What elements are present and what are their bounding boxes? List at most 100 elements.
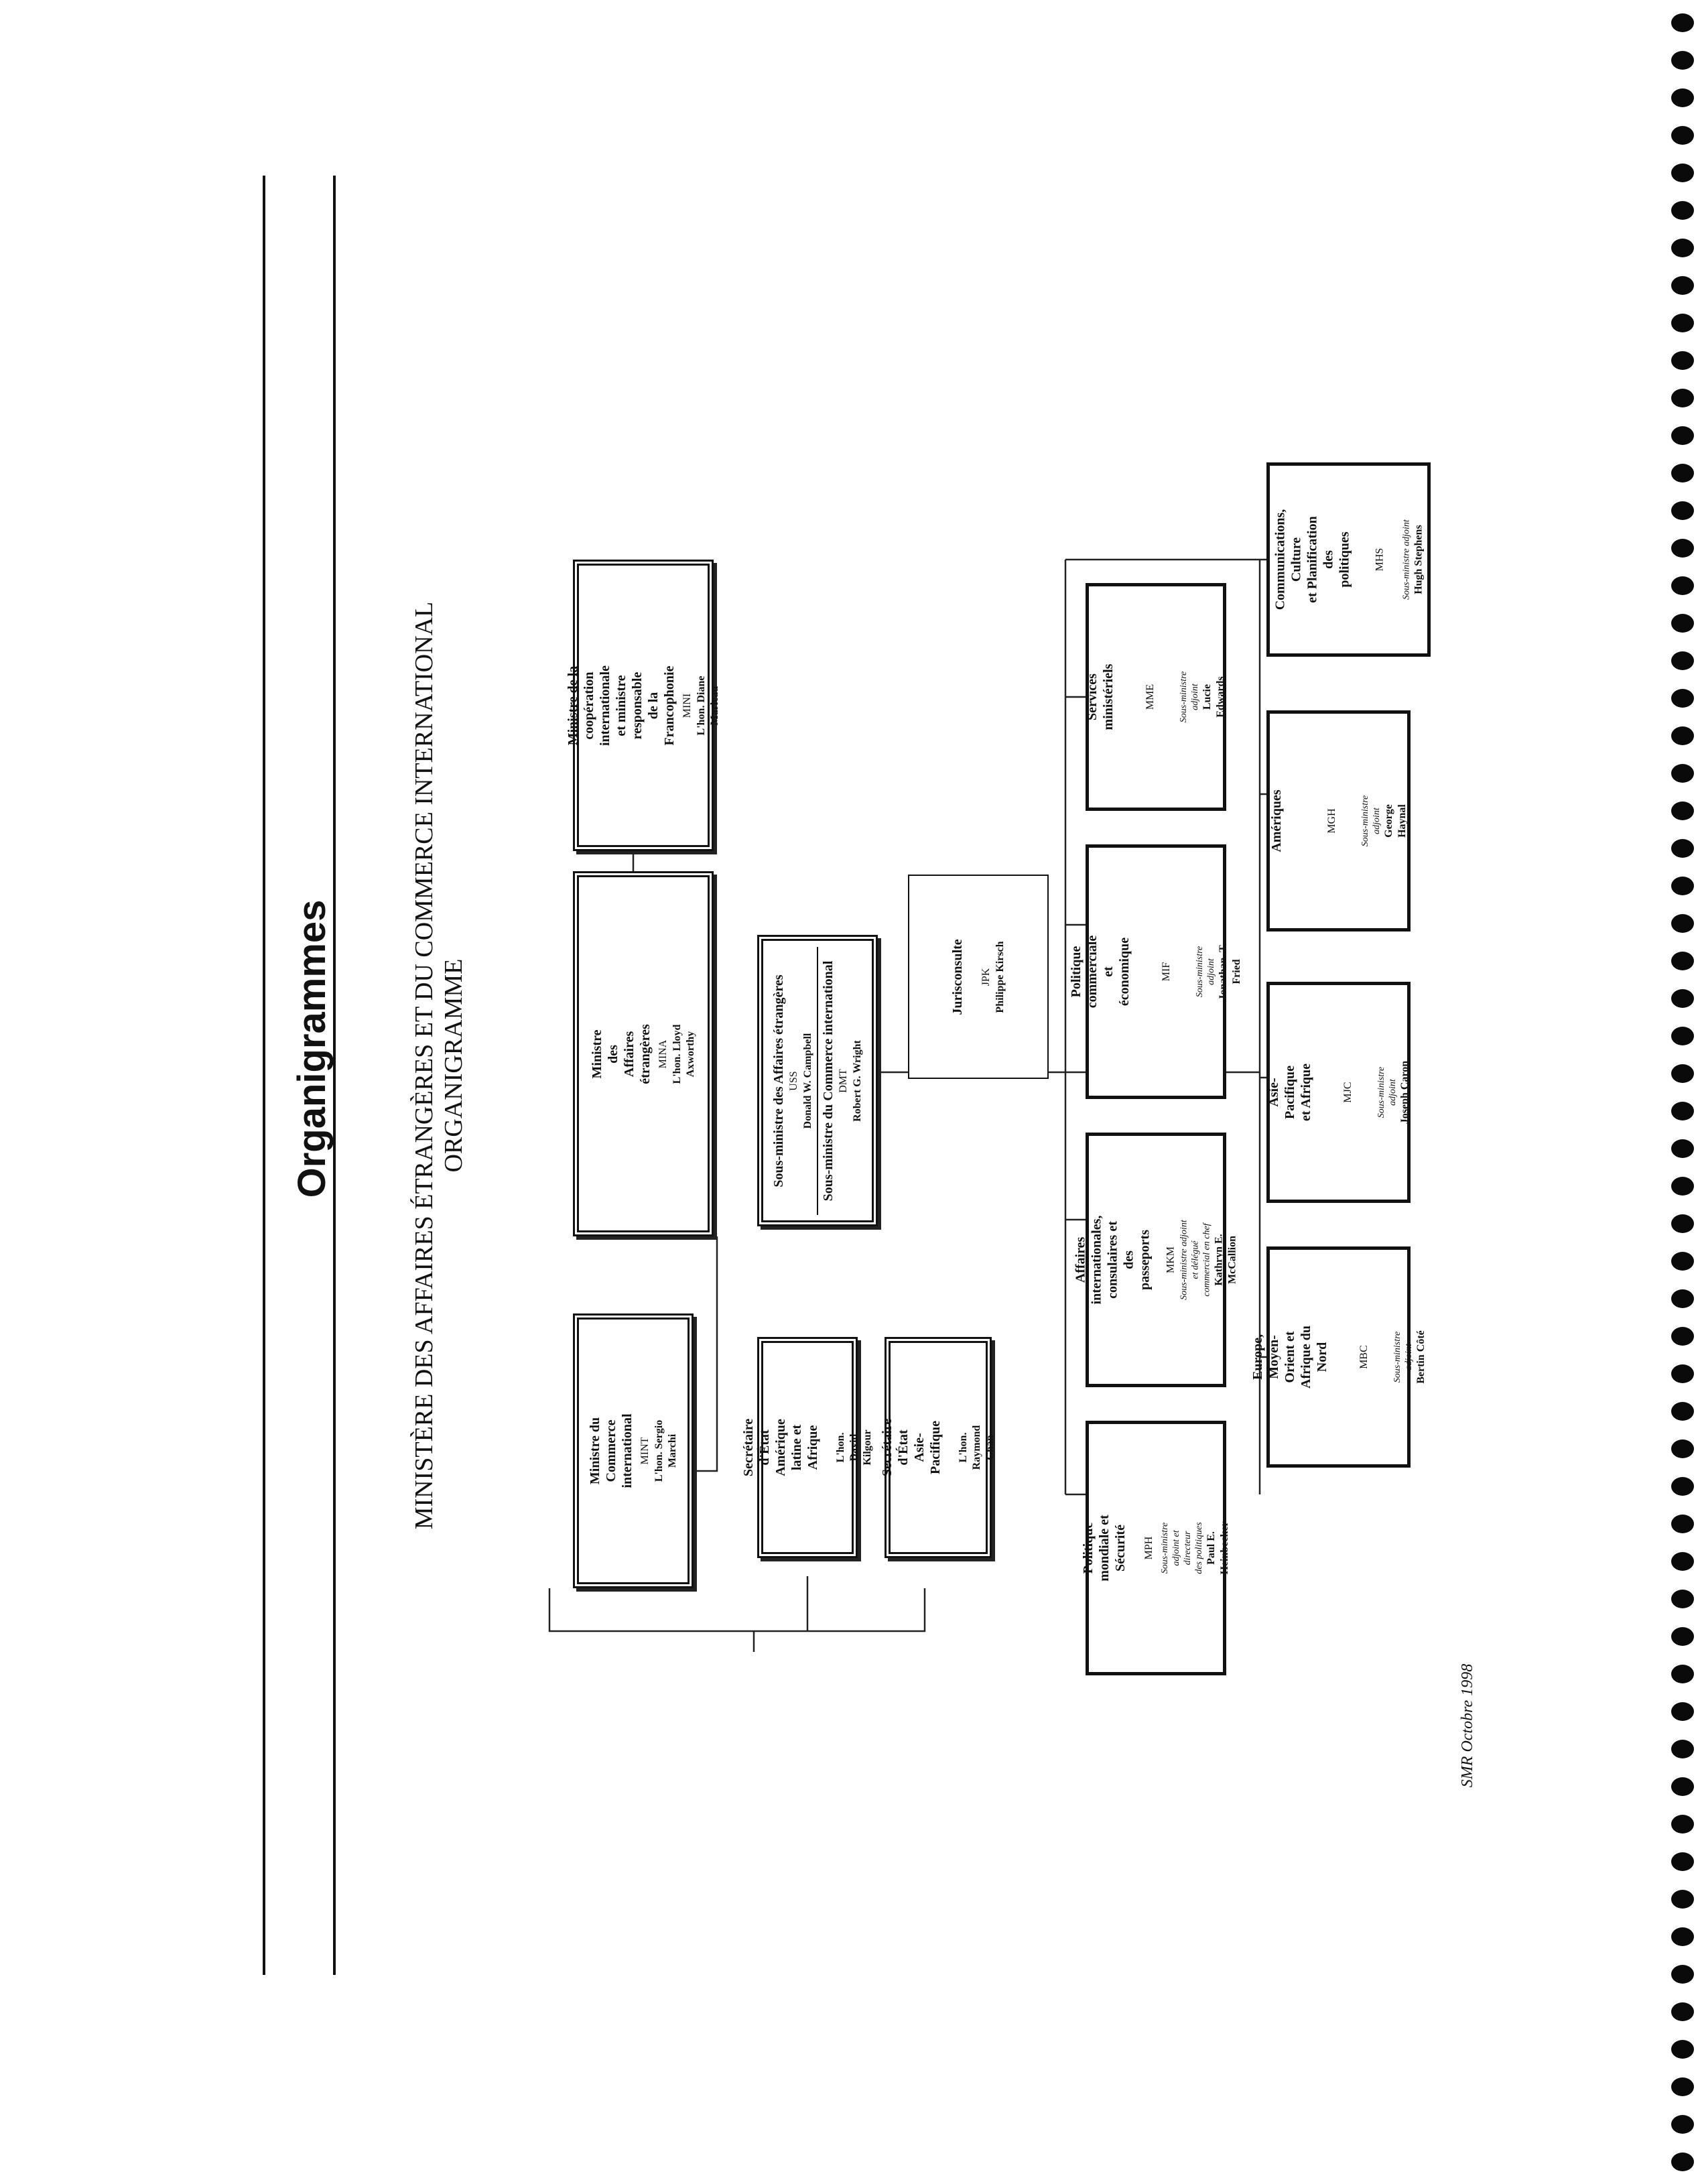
usm-title1: Sous-ministre des Affaires étrangères [771,974,786,1187]
mkm-role2: commercial en chef [1201,1223,1212,1297]
binding-hole [1671,464,1694,483]
mbc-code: MBC [1358,1345,1370,1369]
binding-hole [1671,389,1694,407]
binding-hole [1671,239,1694,257]
box-mbc: Europe, Moyen-Orient et Afrique du Nord … [1250,1246,1427,1468]
binding-hole [1671,13,1694,32]
binding-hole [1671,952,1694,970]
mgh-role: Sous-ministre adjoint [1360,795,1382,847]
binding-hole [1671,1027,1694,1045]
mkm-name: Kathryn E. McCallion [1213,1234,1238,1286]
binding-hole [1671,2077,1694,2096]
mini-title1: Ministre de la coopération [566,665,596,745]
box-mgh-content: Amériques MGH Sous-ministre adjoint Geor… [1268,787,1409,856]
binding-hole [1671,1740,1694,1758]
binding-hole [1671,1177,1694,1196]
binding-hole [1671,314,1694,332]
jpk-name: Philippe Kirsch [994,940,1006,1013]
mini-name: L'hon. Diane Marleau [696,676,720,735]
box-secretaire-ap-content: Secrétaire d'État Asie-Pacifique L'hon. … [879,1419,997,1476]
mme-code: MME [1145,684,1156,710]
binding-hole [1671,1702,1694,1721]
mhs-code: MHS [1374,548,1385,572]
sec-alaa-title1: Secrétaire d'État [741,1418,772,1477]
mkm-role1: Sous-ministre adjoint et délégué [1179,1220,1201,1300]
box-jpk-content: Jurisconsulte JPK Philippe Kirsch [950,939,1007,1015]
binding-hole [1671,1515,1694,1533]
mbc-role: Sous-ministre adjoint [1392,1331,1414,1383]
box-mjc-content: Asie-Pacifique et Afrique MJC Sous-minis… [1266,1058,1412,1127]
mph-role1: Sous-ministre adjoint et directeur [1160,1522,1193,1574]
box-mph-content: Politique mondiale et Sécurité MPH Sous-… [1080,1515,1232,1582]
mkm-title2: consulaires et des [1105,1221,1136,1299]
binding-hole [1671,51,1694,70]
usm-name2: Robert G. Wright [852,1039,863,1122]
binding-hole [1671,1965,1694,1984]
binding-hole [1671,651,1694,670]
mkm-title3: passeports [1137,1230,1153,1291]
binding-hole [1671,539,1694,558]
box-mina-content: Ministre des Affaires étrangères MINA L'… [589,1022,698,1086]
connector-ministers-bottom [548,1588,926,1632]
mif-title1: Politique commerciale et [1069,935,1116,1009]
binding-hole [1671,1477,1694,1496]
mgh-title: Amériques [1268,789,1284,852]
box-mif-content: Politique commerciale et économique MIF … [1068,936,1244,1008]
binding-hole [1671,1102,1694,1120]
usm-title2: Sous-ministre du Commerce international [821,960,836,1201]
box-sous-ministres-content: Sous-ministre des Affaires étrangères US… [771,946,864,1215]
mph-title2: Sécurité [1113,1525,1128,1571]
sec-ap-title2: Asie-Pacifique [912,1421,943,1474]
mbc-name: Bertin Côté [1415,1330,1427,1384]
mhs-role: Sous-ministre adjoint [1401,519,1411,600]
binding-hole [1671,1665,1694,1683]
binding-hole [1671,1327,1694,1346]
box-mif: Politique commerciale et économique MIF … [1069,844,1242,1099]
binding-hole [1671,164,1694,182]
box-sous-ministres: Sous-ministre des Affaires étrangères US… [757,935,878,1226]
mph-name: Paul E. Heinbecker [1205,1521,1230,1575]
mint-title: Ministre du Commerce international [588,1413,635,1488]
mint-name: L'hon. Sergio Marchi [653,1419,678,1482]
binding-hole [1671,1627,1694,1646]
binding-hole [1671,614,1694,633]
mbc-title1: Europe, Moyen-Orient et [1250,1331,1297,1383]
binding-hole [1671,1590,1694,1608]
mph-title1: Politique mondiale et [1081,1515,1112,1582]
mif-title2: économique [1117,937,1132,1007]
binding-hole [1671,914,1694,933]
binding-hole [1671,1815,1694,1834]
binding-hole [1671,764,1694,783]
box-mph: Politique mondiale et Sécurité MPH Sous-… [1081,1421,1230,1675]
mjc-role: Sous-ministre adjoint [1376,1066,1398,1118]
box-mint: Ministre du Commerce international MINT … [573,1313,694,1588]
binding-hole [1671,201,1694,220]
sec-alaa-name: L'hon. David Kilgour [835,1429,873,1466]
sec-alaa-title2: Amérique latine et Afrique [773,1419,820,1476]
mhs-name: Hugh Stephens [1413,525,1424,594]
binding-hole [1671,1552,1694,1571]
mbc-title2: Afrique du Nord [1298,1326,1329,1389]
binding-hole [1671,1852,1694,1871]
mif-code: MIF [1161,962,1172,982]
mme-title1: Services [1085,673,1100,720]
top-rule-outer [263,176,265,1975]
sec-ap-name: L'hon. Raymond Chan [958,1425,996,1470]
mina-code: MINA [657,1039,669,1068]
binding-hole [1671,689,1694,708]
usm-code1: USS [788,1070,799,1091]
box-mme-content: Services ministériels MME Sous-ministre … [1084,663,1228,730]
box-mina: Ministre des Affaires étrangères MINA L'… [573,871,714,1236]
binding-hole [1671,801,1694,820]
binding-hole [1671,501,1694,520]
binding-hole [1671,276,1694,295]
mme-name: Lucie Edwards [1201,676,1226,718]
binding-hole [1671,1890,1694,1909]
box-mkm: Affaires internationales, consulaires et… [1073,1133,1238,1387]
binding-hole [1671,2040,1694,2059]
connector-mina-mint [694,1236,718,1472]
binding-hole [1671,1139,1694,1158]
jpk-title: Jurisconsulte [950,938,965,1015]
box-mhs: Communications, Culture et Planification… [1266,462,1431,657]
mme-role: Sous-ministre adjoint [1179,671,1200,723]
